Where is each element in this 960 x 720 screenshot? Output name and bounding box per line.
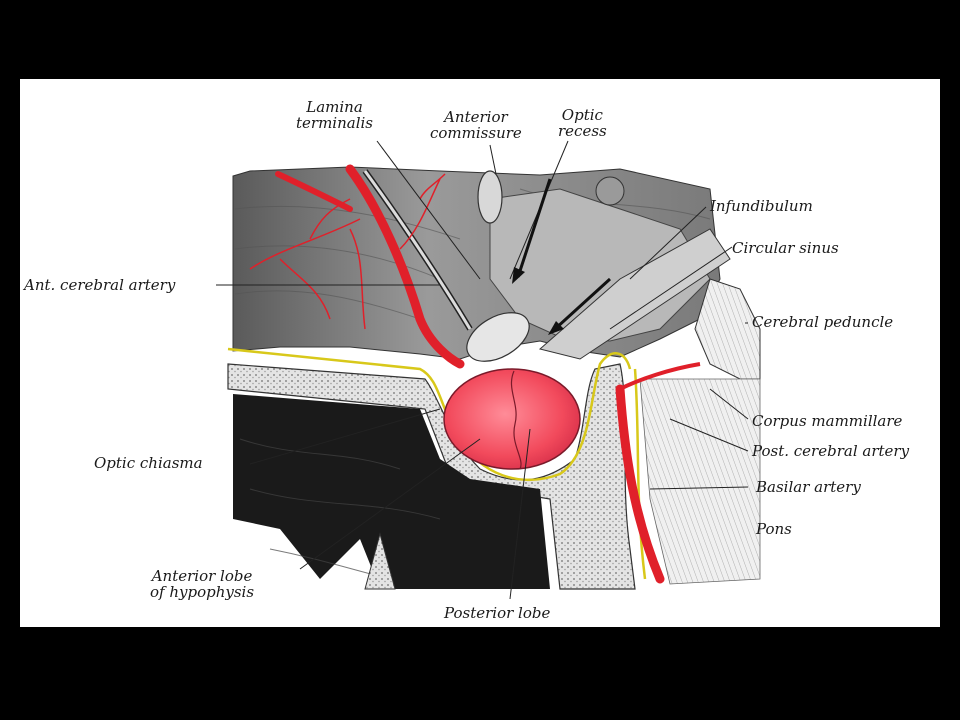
- label-optic-recess: Optic recess: [558, 106, 607, 140]
- label-optic-chiasma: Optic chiasma: [94, 454, 203, 472]
- structure-circle: [595, 176, 625, 206]
- pons-shape: [639, 378, 761, 585]
- anterior-commissure-shape: [477, 170, 503, 224]
- label-circular-sinus: Circular sinus: [732, 239, 839, 257]
- infundibulum-arrow: [553, 277, 612, 331]
- ant-cerebral-artery-shape: [345, 164, 465, 369]
- label-post-cerebral-artery: Post. cerebral artery: [752, 442, 910, 460]
- label-anterior-commissure: Anterior commissure: [430, 108, 522, 142]
- hypophysis-shape: [443, 368, 581, 470]
- anatomy-drawing: [216, 140, 761, 600]
- basilar-artery-shape: [615, 384, 665, 584]
- label-basilar-artery: Basilar artery: [756, 478, 861, 496]
- label-posterior-lobe: Posterior lobe: [444, 604, 551, 622]
- label-ant-cerebral-artery: Ant. cerebral artery: [24, 276, 176, 294]
- label-anterior-lobe: Anterior lobe of hypophysis: [150, 567, 255, 601]
- optic-nerve-stump: [466, 312, 530, 362]
- label-corpus-mammillare: Corpus mammillare: [752, 412, 903, 430]
- sphenoid-sinus: [233, 394, 550, 589]
- label-pons: Pons: [756, 520, 792, 538]
- label-lamina-terminalis: Lamina terminalis: [296, 98, 373, 132]
- infundibulum-shape: [538, 228, 731, 360]
- label-infundibulum: Infundibulum: [710, 197, 813, 215]
- label-cerebral-peduncle: Cerebral peduncle: [752, 313, 894, 331]
- bone-spur: [364, 532, 396, 590]
- hypophysis-division: [510, 370, 522, 470]
- optic-recess-arrow: [516, 178, 552, 278]
- illustration-plate: Lamina terminalis Anterior commissure Op…: [20, 79, 940, 627]
